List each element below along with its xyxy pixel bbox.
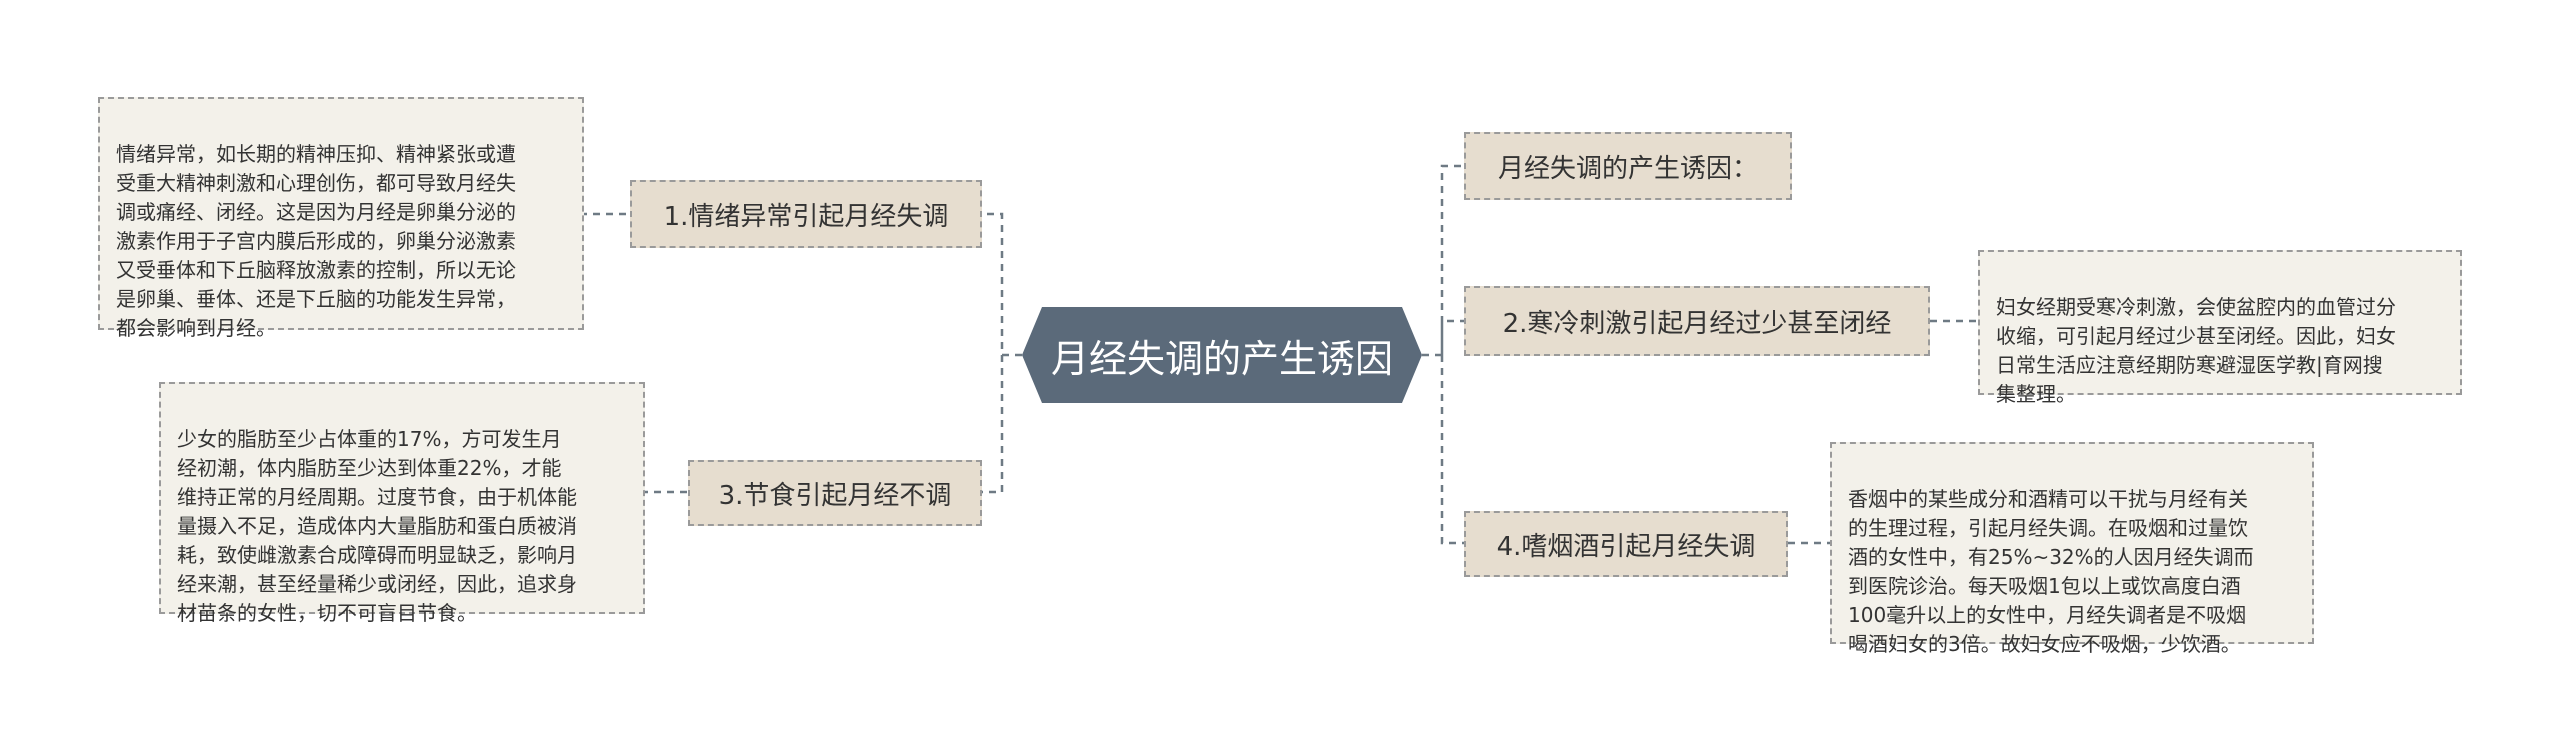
central-topic[interactable]: 月经失调的产生诱因 [1022,307,1422,403]
leaf-emotion-text: 情绪异常，如长期的精神压抑、精神紧张或遭 受重大精神刺激和心理创伤，都可导致月经… [116,142,516,340]
branch-smoke-label: 4.嗜烟酒引起月经失调 [1496,531,1756,562]
central-topic-label: 月经失调的产生诱因 [1050,336,1393,381]
branch-emotion[interactable]: 1.情绪异常引起月经失调 [630,180,982,248]
branch-cold-label: 2.寒冷刺激引起月经过少甚至闭经 [1502,308,1892,339]
branch-intro-label: 月经失调的产生诱因： [1497,153,1758,184]
branch-intro[interactable]: 月经失调的产生诱因： [1464,132,1792,200]
branch-diet-label: 3.节食引起月经不调 [718,480,952,511]
leaf-smoke-text: 香烟中的某些成分和酒精可以干扰与月经有关 的生理过程，引起月经失调。在吸烟和过量… [1848,487,2254,656]
leaf-diet-text: 少女的脂肪至少占体重的17%，方可发生月 经初潮，体内脂肪至少达到体重22%，才… [177,427,577,625]
branch-emotion-label: 1.情绪异常引起月经失调 [663,201,949,232]
branch-cold[interactable]: 2.寒冷刺激引起月经过少甚至闭经 [1464,286,1930,356]
leaf-diet: 少女的脂肪至少占体重的17%，方可发生月 经初潮，体内脂肪至少达到体重22%，才… [159,382,645,625]
leaf-emotion: 情绪异常，如长期的精神压抑、精神紧张或遭 受重大精神刺激和心理创伤，都可导致月经… [98,97,584,340]
leaf-cold-text: 妇女经期受寒冷刺激，会使盆腔内的血管过分 收缩，可引起月经过少甚至闭经。因此，妇… [1996,295,2396,406]
connector-left-trunk [982,212,1022,494]
leaf-smoke: 香烟中的某些成分和酒精可以干扰与月经有关 的生理过程，引起月经失调。在吸烟和过量… [1830,442,2314,656]
branch-smoke[interactable]: 4.嗜烟酒引起月经失调 [1464,511,1788,577]
connector-right-trunk [1422,164,1464,545]
branch-diet[interactable]: 3.节食引起月经不调 [688,460,982,526]
leaf-cold: 妇女经期受寒冷刺激，会使盆腔内的血管过分 收缩，可引起月经过少甚至闭经。因此，妇… [1978,250,2462,406]
